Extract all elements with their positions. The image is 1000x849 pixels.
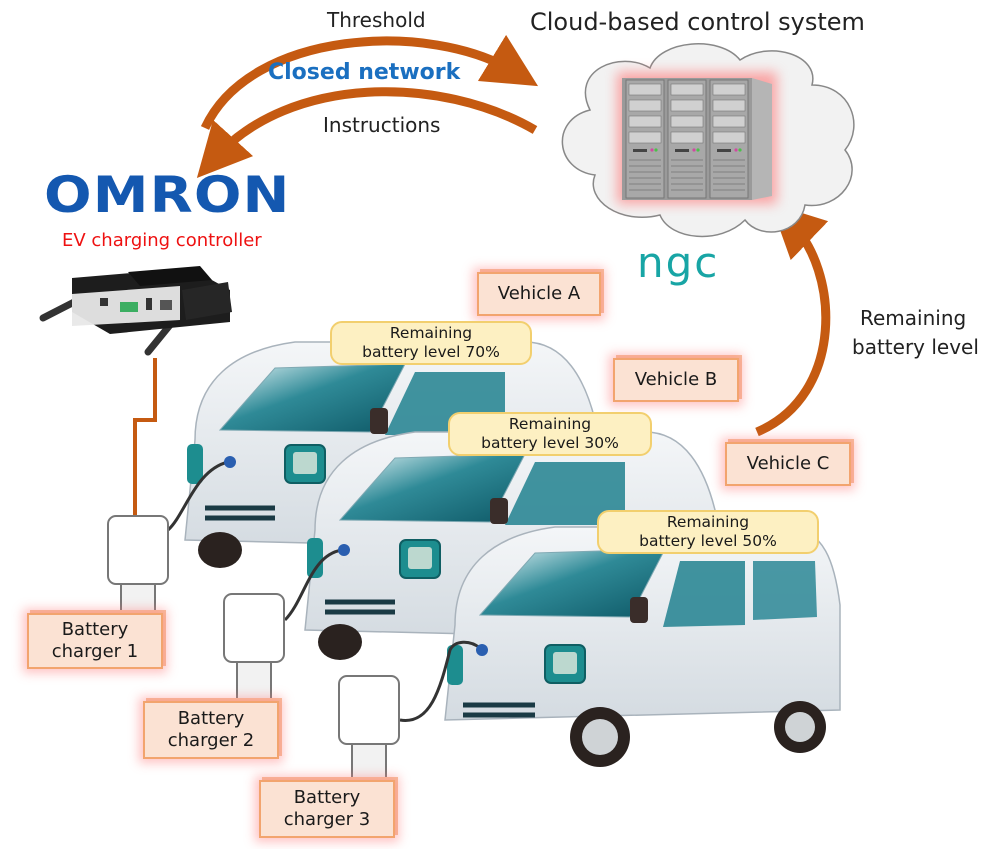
charger-1-line2: charger 1 [51,641,139,662]
battery-level-arrow [755,203,831,437]
threshold-label: Threshold [327,8,426,32]
charger-1-post [120,580,156,616]
ngc-logo: ngc [637,238,720,287]
controller-subtitle: EV charging controller [62,230,262,251]
instructions-arrow [196,87,538,179]
vehicle-a-name: Vehicle A [497,283,581,304]
bubble-b-line1: Remaining [508,415,592,433]
charger-3-tag: Battery charger 3 [259,780,395,838]
vehicle-b-name: Vehicle B [634,369,718,390]
charger-2-tag: Battery charger 2 [143,701,279,759]
charger-2-post [236,660,272,700]
remaining-label-line1: Remaining [860,306,967,330]
charger-1-unit [107,515,169,585]
closed-network-label: Closed network [268,60,461,85]
vehicle-c-tag: Vehicle C [725,442,851,486]
charger-2-line1: Battery [177,708,245,729]
bubble-a-line2: battery level 70% [362,343,500,361]
omron-logo: OMRON [44,166,291,224]
instructions-label: Instructions [323,113,441,137]
bubble-a-line1: Remaining [389,324,473,342]
charger-3-line2: charger 3 [283,809,371,830]
server-rack-icon [617,72,777,204]
vehicle-a-tag: Vehicle A [477,272,601,316]
charger-3-post [351,740,387,780]
charger-2-line2: charger 2 [167,730,255,751]
charger-3-line1: Battery [293,787,361,808]
charger-1-line1: Battery [61,619,129,640]
threshold-arrow [200,34,539,130]
charger-2-unit [223,593,285,663]
vehicle-b-tag: Vehicle B [613,358,739,402]
ev-charging-controller-device [39,266,232,356]
controller-wire [133,358,157,516]
vehicle-c-name: Vehicle C [746,453,830,474]
charger-3-unit [338,675,400,745]
bubble-c-line1: Remaining [666,513,750,531]
cloud-system-title: Cloud-based control system [530,8,865,36]
battery-bubble-vehicle-c: Remaining battery level 50% [597,510,819,554]
bubble-b-line2: battery level 30% [481,434,619,452]
charger-1-tag: Battery charger 1 [27,613,163,669]
battery-bubble-vehicle-a: Remaining battery level 70% [330,321,532,365]
bubble-c-line2: battery level 50% [639,532,777,550]
battery-bubble-vehicle-b: Remaining battery level 30% [448,412,652,456]
van-c [444,526,841,767]
remaining-label-line2: battery level [852,335,979,359]
